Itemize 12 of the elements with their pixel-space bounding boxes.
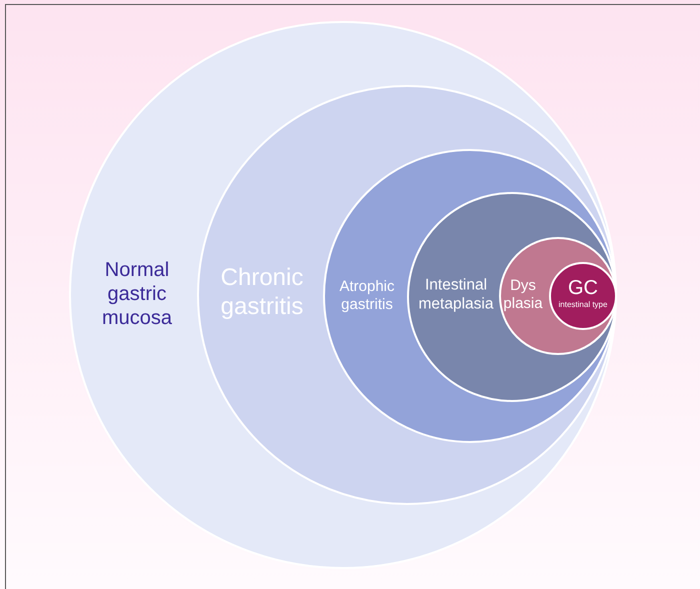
stage-label: Intestinal metaplasia <box>418 276 494 314</box>
stage-circle <box>197 85 617 505</box>
subtype-label: intestinal type <box>558 300 608 310</box>
stage-circle <box>549 262 617 330</box>
stage-label: Normal gastric mucosa <box>100 258 174 330</box>
stage-circle <box>69 21 617 569</box>
stage-circle <box>323 149 617 443</box>
stage-label: GC <box>567 276 599 300</box>
stage-circle <box>407 192 617 402</box>
stage-circle <box>499 237 617 355</box>
stage-label: Dys plasia <box>502 277 544 313</box>
stage-label: Atrophic gastritis <box>338 278 396 314</box>
